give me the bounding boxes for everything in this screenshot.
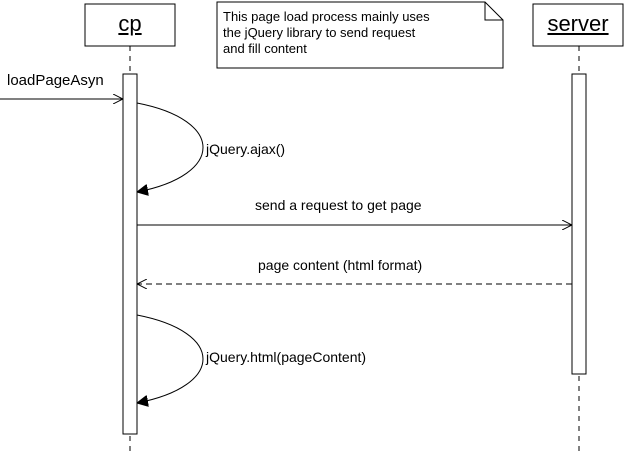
server-lifeline-head (532, 3, 624, 47)
cp-lifeline-label: cp (118, 11, 142, 36)
self-call-2-arrow (137, 314, 204, 403)
request-message-label: send a request to get page (255, 197, 422, 213)
self-call-2-label: jQuery.html(pageContent) (206, 349, 367, 365)
server-activation-bar (571, 73, 587, 375)
response-message-label: page content (html format) (258, 257, 423, 273)
cp-lifeline-head (84, 3, 176, 47)
cp-activation-bar (122, 73, 138, 435)
self-call-1-arrow (137, 102, 204, 192)
note-box (216, 1, 504, 69)
incoming-message-label: loadPageAsyn (7, 72, 104, 89)
note-folded-corner (484, 2, 503, 21)
note-text: This page load process mainly uses the j… (223, 9, 430, 56)
server-lifeline-label: server (547, 11, 609, 36)
self-call-1-label: jQuery.ajax() (206, 141, 286, 157)
